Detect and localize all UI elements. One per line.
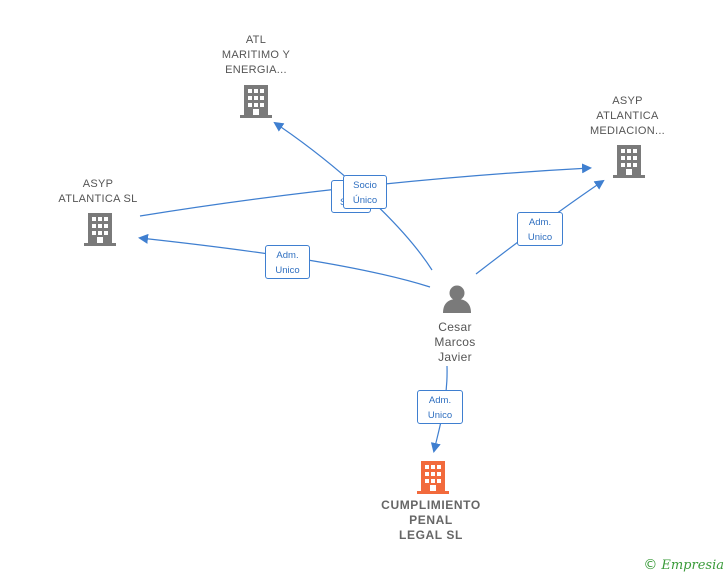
node-label-asyp-mediacion[interactable]: ASYP ATLANTICA MEDIACION... <box>589 95 666 137</box>
edge-label-adm-mediacion: Adm. Unico <box>517 212 563 246</box>
edge-label-socio-unico: Socio Único <box>343 175 387 209</box>
node-label-asyp-sl[interactable]: ASYP ATLANTICA SL <box>58 178 138 205</box>
edge-label-adm-main: Adm. Unico <box>417 390 463 424</box>
node-label-person[interactable]: Cesar Marcos Javier <box>434 320 476 364</box>
node-label-atl[interactable]: ATL MARITIMO Y ENERGIA... <box>221 34 291 76</box>
node-label-main[interactable]: CUMPLIMIENTO PENAL LEGAL SL <box>381 498 481 542</box>
mediacion-building-icon <box>613 145 645 178</box>
edge-label-adm-asyp-sl: Adm. Unico <box>265 245 310 279</box>
atl-building-icon <box>240 85 272 118</box>
empresia-watermark: © Empresia <box>643 557 724 573</box>
brand-logo: Empresia <box>661 557 724 573</box>
copyright-icon: © <box>643 557 658 573</box>
person-icon <box>443 285 471 313</box>
main-building-icon <box>417 461 449 494</box>
asyp-sl-building-icon <box>84 213 116 246</box>
